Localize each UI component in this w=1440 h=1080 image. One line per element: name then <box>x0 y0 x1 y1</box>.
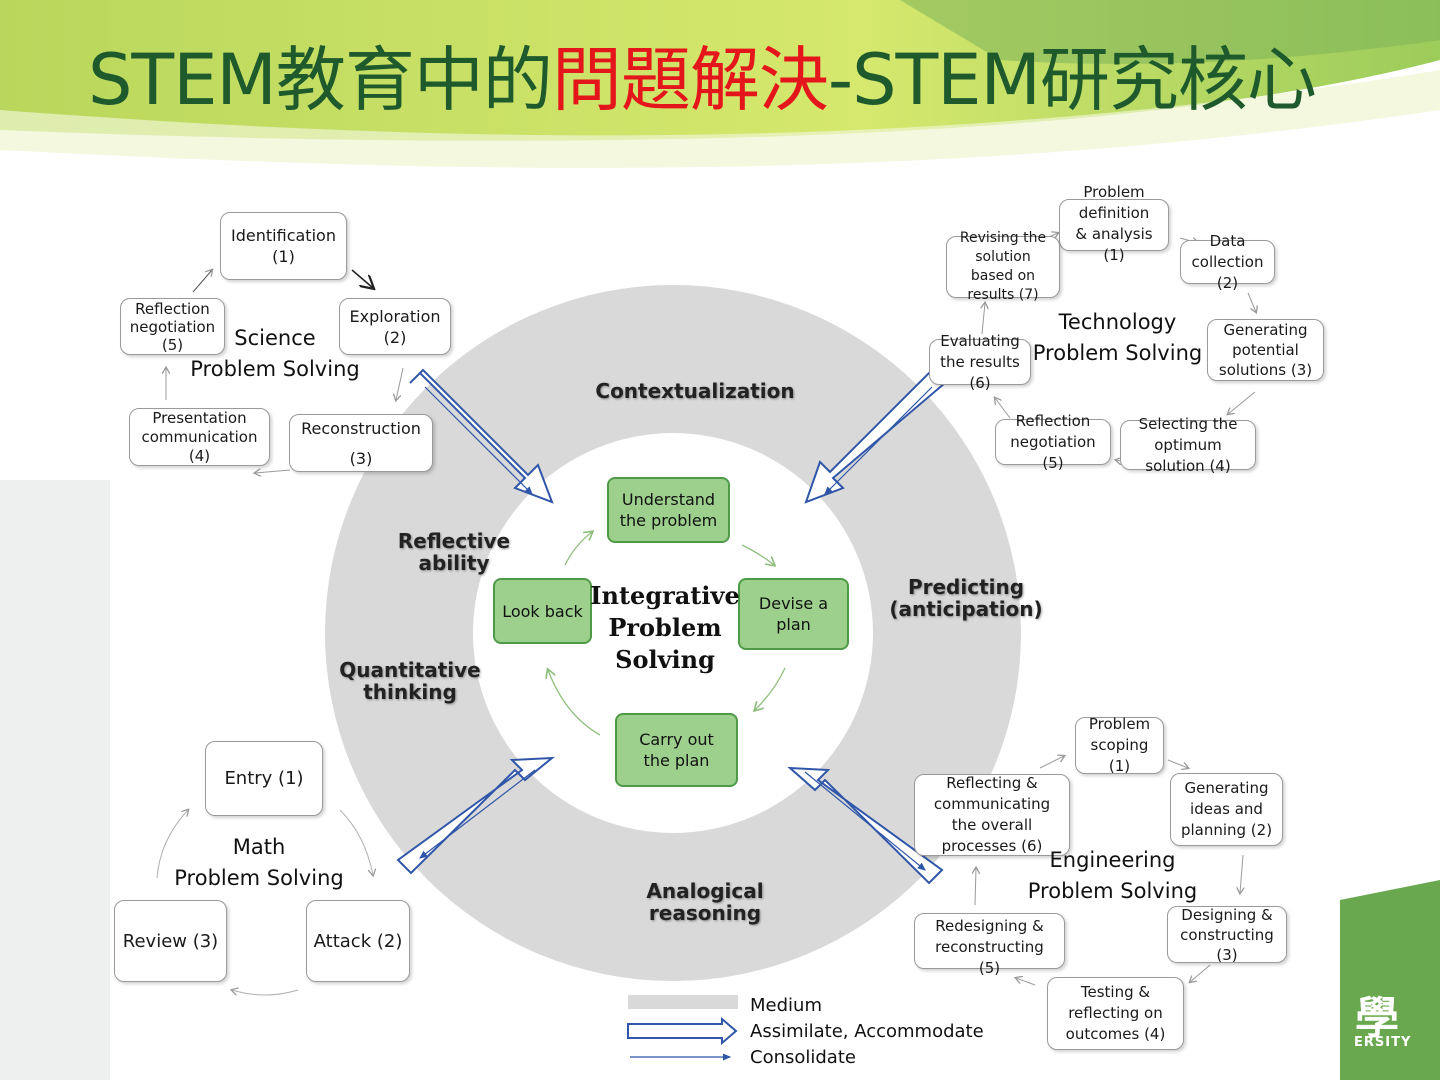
assimilate-arrow-math <box>396 756 555 875</box>
ring-label-contextualization: Contextualization <box>595 379 795 403</box>
ring-label-predicting: Predicting (anticipation) <box>889 575 1043 621</box>
header-band-pale <box>0 70 1440 168</box>
assimilate-arrow-technology <box>804 368 947 504</box>
math-step-review: Review (3) <box>114 900 227 982</box>
assimilate-arrow-science <box>409 368 554 504</box>
inner-circle <box>473 433 873 833</box>
science-step-reconstruction: Reconstruction (3) <box>289 414 433 472</box>
math-step-attack: Attack (2) <box>306 900 410 982</box>
math-step-entry: Entry (1) <box>205 741 323 816</box>
engineering-step-designing: Designing & constructing (3) <box>1167 906 1287 964</box>
legend-assimilate-arrow <box>627 1016 738 1046</box>
technology-label: Technology Problem Solving <box>1032 310 1203 365</box>
university-logo-text: ERSITY <box>1354 1035 1412 1050</box>
ring-label-analogical: Analogical reasoning <box>646 879 764 925</box>
engineering-step-problem-scoping: Problem scoping (1) <box>1075 715 1164 775</box>
step-carry-out-plan: Carry out the plan <box>615 713 738 787</box>
slide-title: STEM教育中的問題解決-STEM研究核心 <box>88 30 1317 130</box>
logo-block <box>1340 880 1440 1080</box>
technology-step-reflection: Reflection negotiation (5) <box>995 412 1111 472</box>
title-part-3: -STEM研究核心 <box>827 39 1317 121</box>
technology-step-revising: Revising the solution based on results (… <box>946 230 1060 303</box>
ring-label-reflective: Reflective ability <box>397 529 511 575</box>
legend-consolidate-label: Consolidate <box>750 1047 856 1068</box>
step-devise-plan: Devise a plan <box>738 578 849 650</box>
assimilate-arrow-engineering <box>787 766 944 885</box>
engineering-step-testing: Testing & reflecting on outcomes (4) <box>1047 977 1184 1050</box>
science-label: Science Problem Solving <box>190 326 360 381</box>
legend-assimilate-label: Assimilate, Accommodate <box>750 1021 984 1042</box>
science-step-presentation: Presentation communication (4) <box>129 408 270 466</box>
science-step-reflection: Reflection negotiation (5) <box>120 298 225 355</box>
engineering-step-redesigning: Redesigning & reconstructing (5) <box>914 913 1065 977</box>
title-highlight: 問題解決 <box>551 39 829 121</box>
technology-step-data-collection: Data collection (2) <box>1180 232 1275 292</box>
science-step-identification: Identification (1) <box>220 212 347 280</box>
science-step-exploration: Exploration (2) <box>339 298 451 355</box>
title-part-1: STEM教育中的 <box>88 39 553 121</box>
step-look-back: Look back <box>493 578 592 644</box>
technology-step-problem-definition: Problem definition & analysis (1) <box>1059 183 1169 264</box>
engineering-step-generating-ideas: Generating ideas and planning (2) <box>1170 773 1283 846</box>
legend-medium-label: Medium <box>750 995 822 1016</box>
technology-step-evaluating: Evaluating the results (6) <box>929 332 1031 392</box>
math-label: Math Problem Solving <box>174 835 344 890</box>
technology-step-generating-solutions: Generating potential solutions (3) <box>1207 319 1324 381</box>
engineering-step-reflecting: Reflecting & communicating the overall p… <box>914 774 1070 856</box>
university-logo-char: 學 <box>1355 993 1399 1044</box>
step-understand-problem: Understand the problem <box>607 477 730 543</box>
ring-label-quantitative: Quantitative thinking <box>339 658 481 704</box>
center-label: Integrative Problem Solving <box>590 581 740 674</box>
photo-left <box>0 480 110 1080</box>
header-band-dark <box>900 0 1440 64</box>
technology-step-selecting-optimum: Selecting the optimum solution (4) <box>1120 415 1256 475</box>
legend-medium-swatch <box>628 995 738 1009</box>
engineering-label: Engineering Problem Solving <box>1027 848 1198 903</box>
